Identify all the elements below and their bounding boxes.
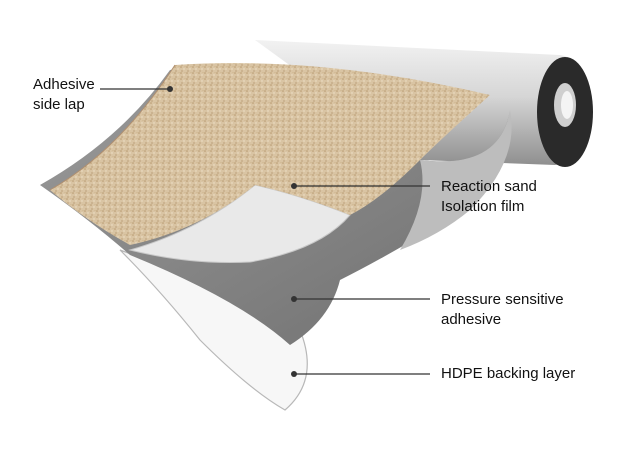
leader-side-lap [100, 86, 173, 92]
label-side-lap-line2: side lap [33, 96, 85, 113]
leader-pressure-adhesive [291, 296, 430, 302]
label-side-lap-line1: Adhesive [33, 76, 95, 93]
label-reaction-sand: Reaction sand Isolation film [441, 177, 537, 217]
label-hdpe-line1: HDPE backing layer [441, 365, 576, 382]
label-reaction-sand-line2: Isolation film [441, 198, 525, 215]
label-pressure-adhesive-line2: adhesive [441, 311, 502, 328]
leader-hdpe [291, 371, 430, 377]
leader-reaction-sand [291, 183, 430, 189]
label-reaction-sand-line1: Reaction sand [441, 178, 537, 195]
isolation-film [128, 184, 351, 263]
label-hdpe: HDPE backing layer [441, 364, 575, 384]
reaction-sand-surface [50, 63, 490, 245]
label-side-lap: Adhesive side lap [33, 75, 95, 115]
label-pressure-adhesive-line1: Pressure sensitive [441, 291, 564, 308]
label-pressure-adhesive: Pressure sensitive adhesive [441, 290, 564, 330]
